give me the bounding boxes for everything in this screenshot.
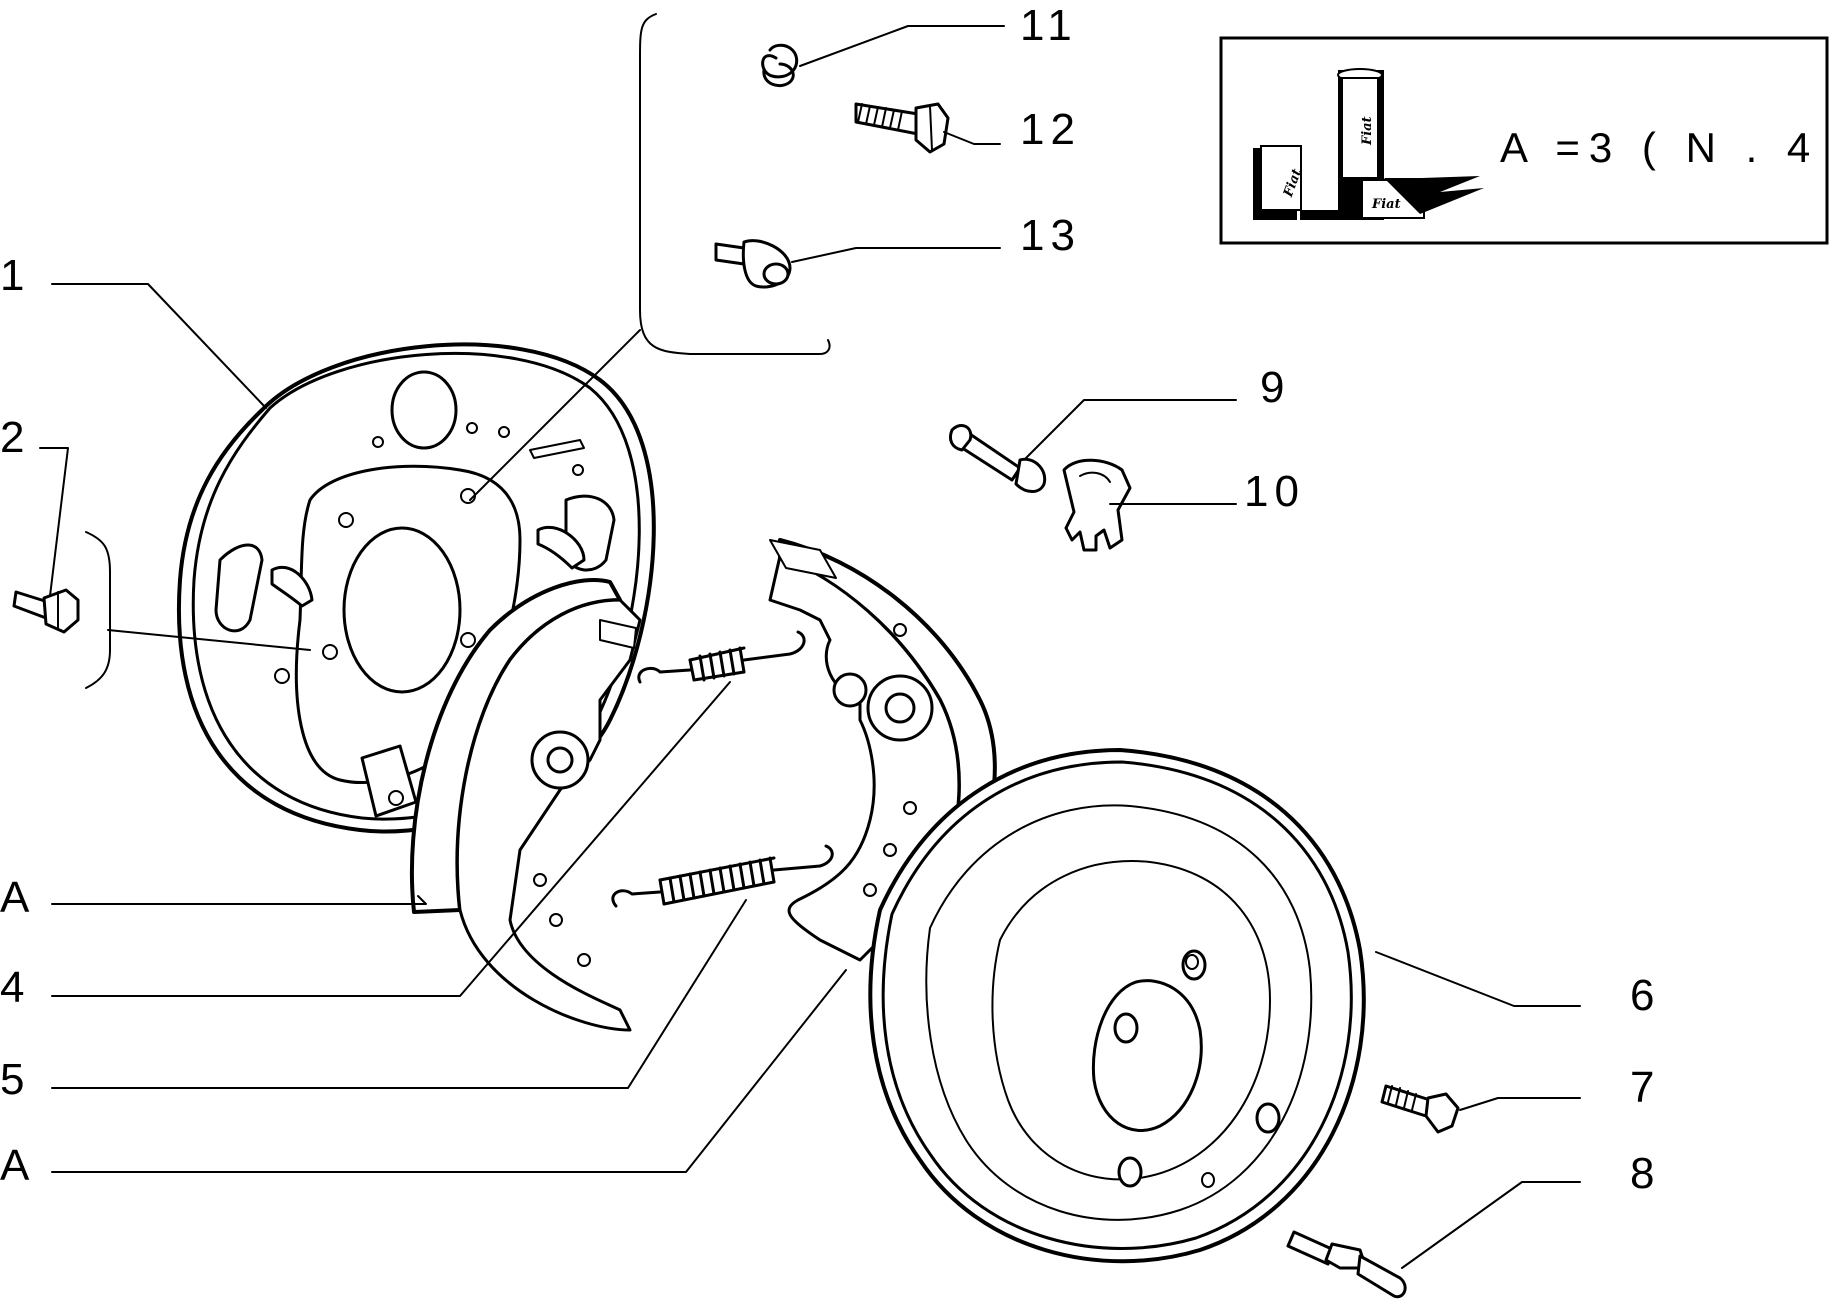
callout-2: 2	[0, 413, 30, 462]
callout-13: 13	[1020, 211, 1081, 260]
callout-labels: 11 12 13 1 2 9 10 A 4 5 A 6 7 8	[0, 1, 1660, 1198]
legend-text: A =3 ( N . 4 )	[1500, 124, 1832, 171]
part-10-clip	[1062, 458, 1132, 552]
callout-9: 9	[1260, 363, 1290, 412]
part-6-brake-drum	[868, 748, 1366, 1264]
grease-tube-icon: Fiat Fiat Fiat	[1253, 68, 1484, 220]
upper-return-spring	[637, 630, 806, 684]
lower-return-spring	[611, 844, 834, 908]
callout-1: 1	[0, 251, 30, 300]
callout-7: 7	[1630, 1063, 1660, 1112]
group-bracket-top	[639, 13, 831, 355]
part-12-hex-bolt	[854, 102, 950, 154]
leader-lines	[39, 25, 1581, 1269]
callout-10: 10	[1244, 467, 1305, 516]
legend-box: Fiat Fiat Fiat A =3 ( N . 4 )	[1219, 36, 1832, 245]
callout-6: 6	[1630, 971, 1660, 1020]
part-7-bolt	[1380, 1084, 1460, 1134]
callout-5: 5	[0, 1055, 30, 1104]
part-13-nipple-screw	[714, 239, 792, 289]
part-2-bolt	[12, 588, 80, 634]
part-8-stud	[1286, 1230, 1407, 1299]
callout-11: 11	[1020, 1, 1078, 50]
left-brake-shoe	[409, 578, 642, 1032]
callout-4: 4	[0, 963, 30, 1012]
callout-A-lower: A	[0, 1141, 35, 1190]
callout-8: 8	[1630, 1149, 1660, 1198]
tube-label-right: Fiat	[1371, 197, 1401, 212]
group-bracket-left	[85, 531, 111, 689]
part-11-spring-washer	[761, 43, 799, 87]
tube-label-tall: Fiat	[1360, 116, 1375, 146]
callout-A-upper: A	[0, 873, 35, 922]
part-9-pin	[948, 424, 1047, 493]
legend-frame	[1219, 36, 1829, 245]
callout-12: 12	[1020, 105, 1081, 154]
